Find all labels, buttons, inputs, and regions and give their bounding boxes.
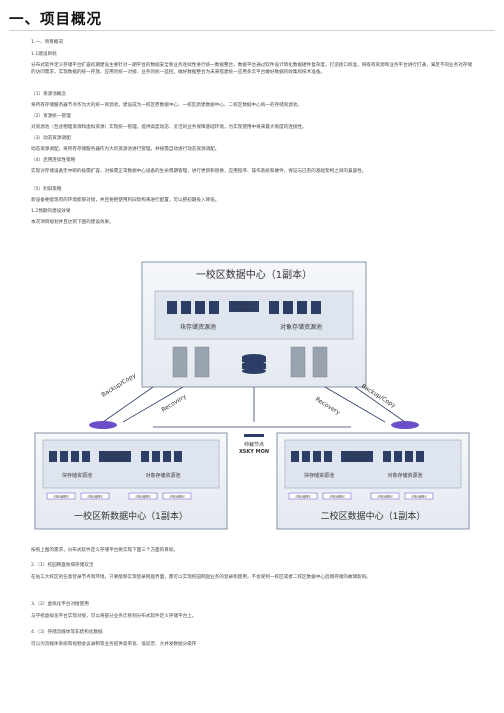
binary-label: 0101010101: [346, 458, 368, 462]
left-datacenter: 0100101010 0101010101 块存储资源池 对象存储资源池 对象存…: [34, 432, 228, 530]
item-heading: （1）资源池概念: [31, 92, 67, 97]
binary-label: 0101010101: [104, 458, 126, 462]
gateway-tag: 对象存储网关: [53, 495, 69, 499]
arbiter-node: 仲裁节点 XSKY MON: [239, 434, 269, 455]
paragraph: 动态资源调配，将所有存储服务器作为大的资源池进行管理，并按需自动进行动态资源调配…: [31, 147, 220, 152]
object-pool-label: 对象存储资源池: [387, 472, 422, 479]
binary-label: 0100101010: [233, 303, 255, 307]
gateway-tag: 对象存储网关: [169, 495, 185, 499]
gateway-tag: 对象存储网关: [329, 495, 345, 499]
gateway-tag: 对象存储网关: [295, 495, 311, 499]
switch-icon: [89, 421, 117, 429]
subsection-heading: 1.2预期的建设效果: [31, 209, 71, 214]
gateway-tag: 对象存储网关: [411, 495, 427, 499]
item-heading: 2.（1）校园网盘防病存储双活: [31, 563, 94, 568]
right-datacenter-title: 二校区数据中心（1副本）: [321, 510, 426, 522]
paragraph: 将所有存储服务器节点作为大的统一资源池，建设成为一校区原数据中心、一校区新建数据…: [31, 103, 303, 108]
page-title: 一、项目概况: [9, 12, 102, 28]
gateway-tag: 对象存储网关: [377, 495, 393, 499]
item-heading: （4）启用连续性策略: [31, 158, 76, 163]
paragraph: 新设备要能现有的环境能够对接，并且要把使用利旧架构来进行配置，可以把初期投入降低…: [31, 198, 220, 203]
title-divider: [9, 30, 495, 31]
paragraph: 对资源池（包含物理资源和虚拟资源）实现统一管理，提供高度动态、灵活的业务保障基础…: [31, 125, 307, 130]
top-datacenter-title: 一校区数据中心（1副本）: [196, 268, 312, 281]
replication-links: [102, 386, 406, 428]
item-heading: 4.（3）存储流媒体等非结构化数据: [31, 630, 103, 635]
block-pool-label: 块存储资源池: [62, 472, 92, 479]
object-pool-label: 对象存储资源池: [280, 323, 322, 331]
item-heading: （2）资源统一管理: [31, 114, 71, 119]
gateway-tag: 对象存储网关: [87, 495, 103, 499]
top-datacenter: 一校区数据中心（1副本） 0100101010 0101010101 块存储资源…: [141, 261, 367, 388]
architecture-diagram: 一校区数据中心（1副本） 0100101010 0101010101 块存储资源…: [33, 257, 471, 533]
section-heading: 1.一、项目概况: [31, 40, 63, 45]
binary-label: 0101010101: [233, 308, 255, 312]
arbiter-title: 仲裁节点: [244, 441, 264, 448]
paragraph: 可以为流媒体系统和视频会议录制等业务提供高带宽、低延迟、大并发数据分级存: [31, 642, 197, 647]
paragraph: 分布式软件定义存储平台扩容初期建设主要针对一期平台的数据安全和业务连续性进行统一…: [31, 63, 473, 75]
paragraph: 本次项目规划并且达到下图的建设效果。: [31, 220, 114, 225]
object-pool-label: 对象存储资源池: [145, 472, 180, 479]
item-heading: 3.（2）虚拟化平台对接使用: [31, 602, 89, 607]
item-heading: （5）利旧策略: [31, 187, 62, 192]
switch-icon: [391, 421, 419, 429]
paragraph: 按照上图的需求，分布式软件定义存储平台要实现下面三个方面的目标。: [31, 548, 179, 553]
right-datacenter: 0100101010 0101010101 块存储资源池 对象存储资源池 对象存…: [276, 432, 470, 530]
paragraph: 与学校虚拟化平台实现对接，可以将部分业务迁移到分布式软件定义存储平台上。: [31, 614, 197, 619]
paragraph: 在站工大校区的任意登录节点和环境，只要能够实现登录网盘界面，都可以实现校园网盘业…: [31, 575, 371, 580]
subsection-heading: 1.1建设目标: [31, 52, 57, 57]
gateway-tag: 对象存储网关: [135, 495, 151, 499]
item-heading: （3）动态资源调配: [31, 136, 71, 141]
arbiter-subtitle: XSKY MON: [239, 449, 269, 455]
block-pool-label: 块存储资源池: [304, 472, 334, 479]
block-pool-label: 块存储资源池: [180, 323, 216, 331]
paragraph: 实现对存储设备无中断的按需扩容，对按需正常数据中心设备的生命周期管理，进行更新和…: [31, 169, 367, 174]
binary-label: 0100101010: [104, 453, 126, 457]
left-datacenter-title: 一校区新数据中心（1副本）: [74, 510, 188, 522]
binary-label: 0100101010: [346, 453, 368, 457]
